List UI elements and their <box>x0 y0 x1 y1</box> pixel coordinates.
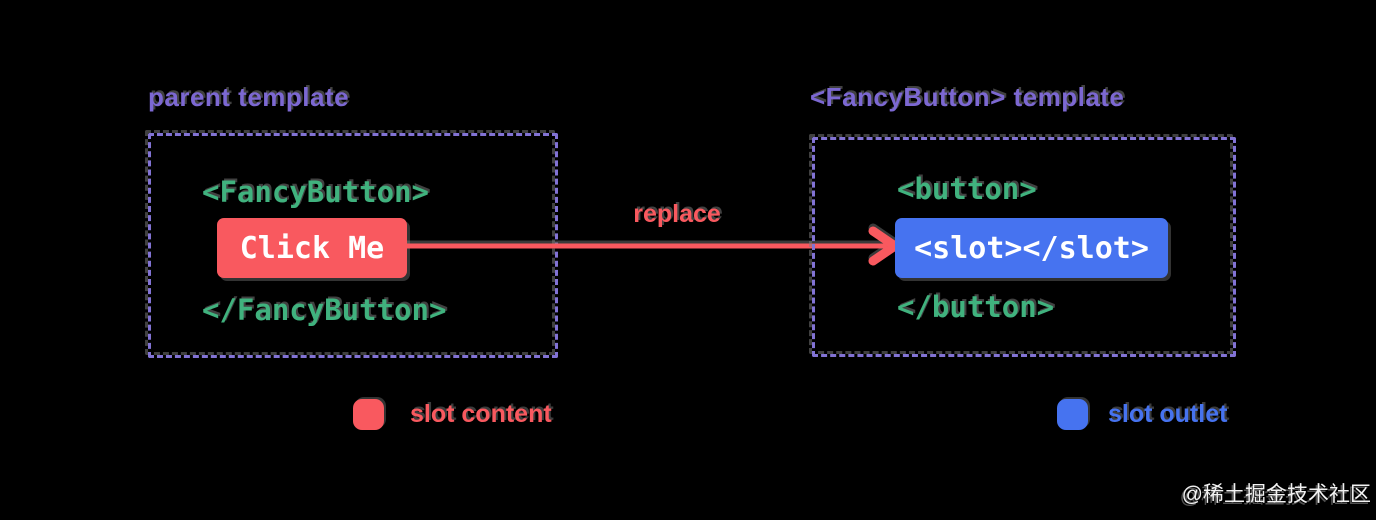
button-open-tag: <button> <box>897 172 1037 206</box>
parent-open-tag: <FancyButton> <box>202 175 429 209</box>
fancybutton-template-title: <FancyButton> template <box>810 82 1125 112</box>
button-close-tag: </button> <box>897 290 1055 324</box>
slot-content-button: Click Me <box>217 218 407 278</box>
fancybutton-template-box <box>812 137 1236 357</box>
slot-outlet-swatch-icon <box>1057 399 1088 430</box>
parent-template-title: parent template <box>148 82 350 112</box>
slot-outlet-legend-label: slot outlet <box>1108 400 1228 428</box>
slot-outlet-box: <slot></slot> <box>895 218 1168 278</box>
slot-content-swatch-icon <box>353 399 384 430</box>
replace-label: replace <box>633 200 721 228</box>
slot-content-legend-label: slot content <box>410 400 552 428</box>
watermark: @稀土掘金技术社区 <box>1181 483 1371 506</box>
parent-close-tag: </FancyButton> <box>202 293 447 327</box>
